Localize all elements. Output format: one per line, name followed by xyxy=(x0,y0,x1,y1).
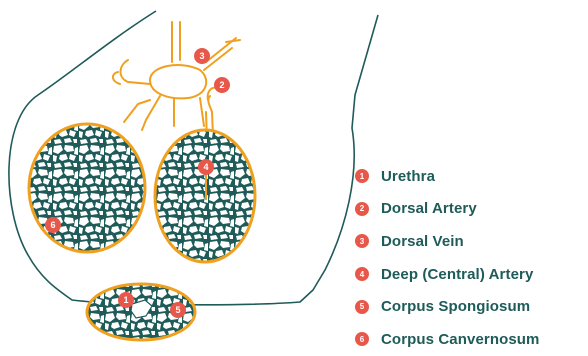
legend-marker: 3 xyxy=(355,234,369,248)
legend-label: Dorsal Vein xyxy=(381,233,464,250)
diagram-marker-4: 4 xyxy=(198,159,214,175)
legend-label: Urethra xyxy=(381,168,435,185)
diagram-marker-1: 1 xyxy=(118,292,134,308)
legend-item-urethra: 1 Urethra xyxy=(355,160,540,193)
legend-label: Dorsal Artery xyxy=(381,200,477,217)
marker-6-text: 6 xyxy=(50,220,55,230)
marker-5-text: 5 xyxy=(175,305,180,315)
legend: 1 Urethra 2 Dorsal Artery 3 Dorsal Vein … xyxy=(355,160,540,356)
marker-1-text: 1 xyxy=(123,295,128,305)
marker-2-text: 2 xyxy=(219,80,224,90)
legend-item-dorsal-vein: 3 Dorsal Vein xyxy=(355,225,540,258)
legend-label: Deep (Central) Artery xyxy=(381,266,533,283)
legend-label: Corpus Spongiosum xyxy=(381,298,530,315)
marker-4-text: 4 xyxy=(203,162,208,172)
legend-marker: 6 xyxy=(355,332,369,346)
marker-3-text: 3 xyxy=(199,51,204,61)
legend-item-corpus-canvernosum: 6 Corpus Canvernosum xyxy=(355,323,540,356)
legend-item-corpus-spongiosum: 5 Corpus Spongiosum xyxy=(355,290,540,323)
diagram-marker-2: 2 xyxy=(214,77,230,93)
legend-item-deep-artery: 4 Deep (Central) Artery xyxy=(355,258,540,291)
legend-label: Corpus Canvernosum xyxy=(381,331,540,348)
diagram-marker-5: 5 xyxy=(170,302,186,318)
diagram-marker-6: 6 xyxy=(45,217,61,233)
legend-marker: 2 xyxy=(355,202,369,216)
legend-marker: 1 xyxy=(355,169,369,183)
corpus-cavernosum-right xyxy=(155,130,255,262)
diagram-marker-3: 3 xyxy=(194,48,210,64)
corpus-cavernosum-left xyxy=(29,124,145,252)
legend-marker: 4 xyxy=(355,267,369,281)
legend-marker: 5 xyxy=(355,300,369,314)
legend-item-dorsal-artery: 2 Dorsal Artery xyxy=(355,193,540,226)
